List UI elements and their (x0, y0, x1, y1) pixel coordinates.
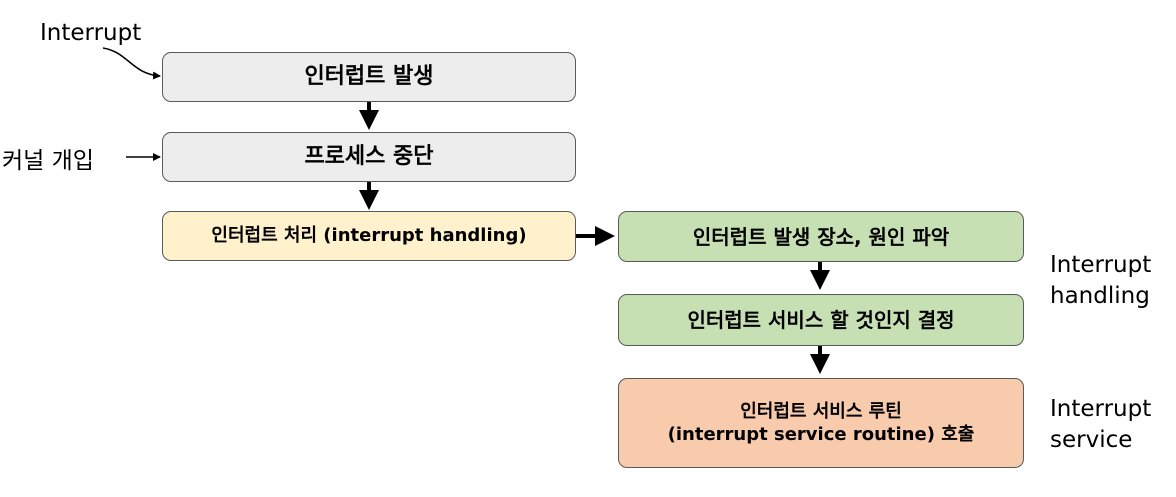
box-call-isr: 인터럽트 서비스 루틴 (interrupt service routine) … (618, 378, 1024, 468)
interrupt-service-label: Interrupt service (1050, 396, 1152, 454)
box-interrupt-handling: 인터럽트 처리 (interrupt handling) (162, 211, 576, 261)
interrupt-handling-label: Interrupt handling (1050, 252, 1152, 310)
kernel-entry-label: 커널 개입 (2, 148, 94, 174)
interrupt-label: Interrupt (40, 20, 142, 46)
box-find-cause: 인터럽트 발생 장소, 원인 파악 (618, 211, 1024, 262)
box-process-stop: 프로세스 중단 (162, 132, 576, 182)
box-find-cause-text: 인터럽트 발생 장소, 원인 파악 (692, 224, 950, 249)
box-interrupt-occurs-text: 인터럽트 발생 (304, 63, 434, 89)
box-decide-service: 인터럽트 서비스 할 것인지 결정 (618, 294, 1024, 346)
box-decide-service-text: 인터럽트 서비스 할 것인지 결정 (687, 308, 955, 332)
interrupt-pointer-arrow (102, 47, 161, 80)
box-process-stop-text: 프로세스 중단 (304, 143, 434, 169)
box-interrupt-occurs: 인터럽트 발생 (162, 52, 576, 102)
box-call-isr-text: 인터럽트 서비스 루틴 (interrupt service routine) … (667, 400, 975, 445)
box-interrupt-handling-text: 인터럽트 처리 (interrupt handling) (211, 225, 527, 247)
